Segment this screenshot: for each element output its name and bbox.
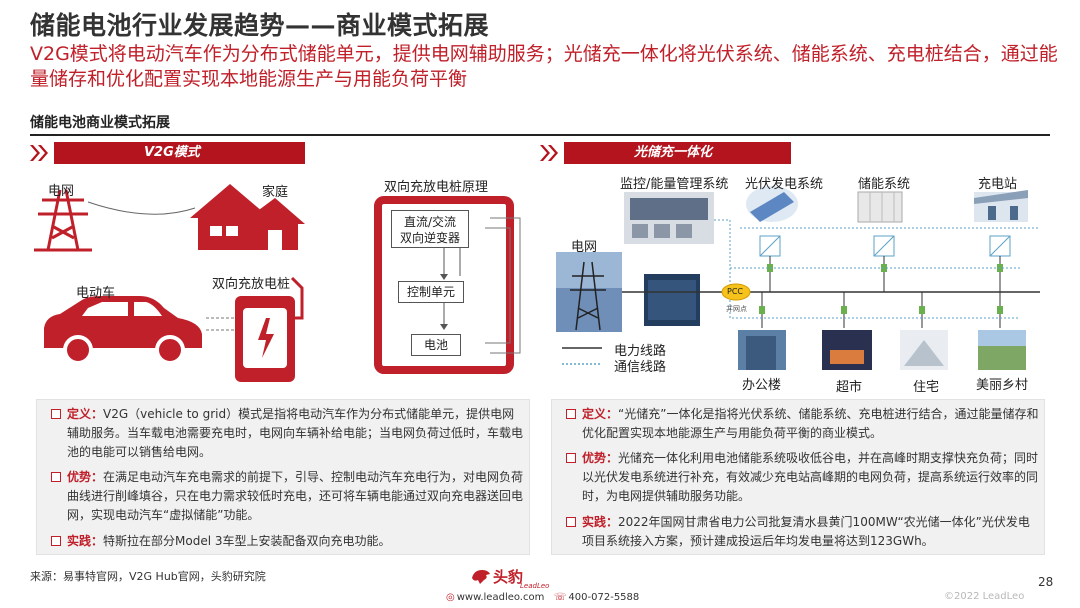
section-label: 储能电池商业模式拓展	[30, 115, 170, 131]
double-chevron-icon	[30, 145, 48, 161]
section-divider	[30, 134, 1050, 136]
ev-label: 电动车	[76, 286, 116, 301]
pv-storage-diagram	[556, 186, 1040, 370]
charger-label: 双向充放电桩	[212, 277, 291, 292]
pv-storage-banner: 光储充一体化	[540, 142, 1040, 164]
phone-number: 400-072-5588	[568, 592, 640, 603]
v2g-description-box: 定义：V2G（vehicle to grid）模式是指将电动汽车作为分布式储能单…	[36, 399, 530, 555]
v2g-banner-title: V2G模式	[54, 142, 305, 164]
power-tower-icon	[570, 261, 606, 331]
bullet-square-icon	[566, 517, 576, 527]
source-note: 来源：易事特官网，V2G Hub官网，头豹研究院	[30, 570, 266, 583]
control-unit-box: 控制单元	[398, 281, 464, 303]
inverter-box: 直流/交流 双向逆变器	[391, 210, 469, 248]
double-chevron-icon	[540, 145, 558, 161]
brand-name: 头豹	[493, 568, 524, 586]
market-label: 超市	[836, 380, 863, 395]
pv-storage-advantage: 优势：光储充一体化利用电池储能系统吸收低谷电，并在高峰时期支撑快充负荷；同时以光…	[566, 449, 1040, 506]
grid-label: 电网	[48, 184, 75, 199]
v2g-banner: V2G模式	[30, 142, 530, 164]
comm-line-legend: 通信线路	[614, 360, 667, 375]
pv-label: 光伏发电系统	[745, 177, 824, 192]
pv-storage-practice: 实践：2022年国网甘肃省电力公司批复清水县黄门100MW“农光储一体化”光伏发…	[566, 513, 1040, 551]
lightning-icon	[258, 318, 274, 358]
leopard-logo-icon	[472, 570, 490, 584]
house-icon	[190, 184, 305, 250]
right-grid-label: 电网	[571, 240, 598, 255]
monitor-label: 监控/能量管理系统	[620, 177, 729, 192]
storage-label: 储能系统	[858, 177, 911, 192]
car-icon	[44, 296, 202, 365]
bullet-square-icon	[51, 536, 61, 546]
pv-storage-definition: 定义：“光储充”一体化是指将光伏系统、储能系统、充电桩进行结合，通过能量储存和优…	[566, 405, 1040, 443]
pv-storage-banner-title: 光储充一体化	[564, 142, 791, 164]
bullet-square-icon	[566, 453, 576, 463]
house-label: 住宅	[913, 380, 940, 395]
home-label: 家庭	[262, 185, 289, 200]
phone-icon: ☏	[553, 592, 567, 603]
bullet-square-icon	[51, 409, 61, 419]
bullet-square-icon	[566, 409, 576, 419]
village-label: 美丽乡村	[976, 378, 1029, 393]
brand-sub: LeadLeo	[520, 582, 550, 590]
charger-icon	[235, 276, 304, 382]
website-link[interactable]: www.leadleo.com	[456, 592, 545, 603]
station-label: 充电站	[978, 177, 1018, 192]
v2g-advantage: 优势：在满足电动汽车充电需求的前提下，引导、控制电动汽车充电行为，对电网负荷曲线…	[51, 468, 525, 525]
battery-box: 电池	[411, 334, 461, 356]
bullet-square-icon	[51, 472, 61, 482]
power-line-legend: 电力线路	[614, 344, 667, 359]
v2g-practice: 实践：特斯拉在部分Model 3车型上安装配备双向充电功能。	[51, 532, 525, 551]
page-subtitle: V2G模式将电动汽车作为分布式储能单元，提供电网辅助服务；光储充一体化将光伏系统…	[30, 43, 1058, 90]
globe-icon: ◎	[446, 592, 455, 603]
page-title: 储能电池行业发展趋势——商业模式拓展	[30, 11, 490, 40]
power-tower-icon	[34, 189, 92, 252]
pcc-label: PCC	[727, 287, 743, 296]
pcc-sub-label: 并网点	[726, 305, 747, 313]
v2g-definition: 定义：V2G（vehicle to grid）模式是指将电动汽车作为分布式储能单…	[51, 405, 525, 462]
contact-line: ◎www.leadleo.com ☏400-072-5588	[446, 592, 639, 603]
office-label: 办公楼	[742, 378, 782, 393]
principle-label: 双向充放电桩原理	[384, 180, 489, 195]
copyright: ©2022 LeadLeo	[944, 591, 1025, 602]
page-number: 28	[1038, 575, 1054, 589]
pv-storage-description-box: 定义：“光储充”一体化是指将光伏系统、储能系统、充电桩进行结合，通过能量储存和优…	[551, 399, 1045, 555]
